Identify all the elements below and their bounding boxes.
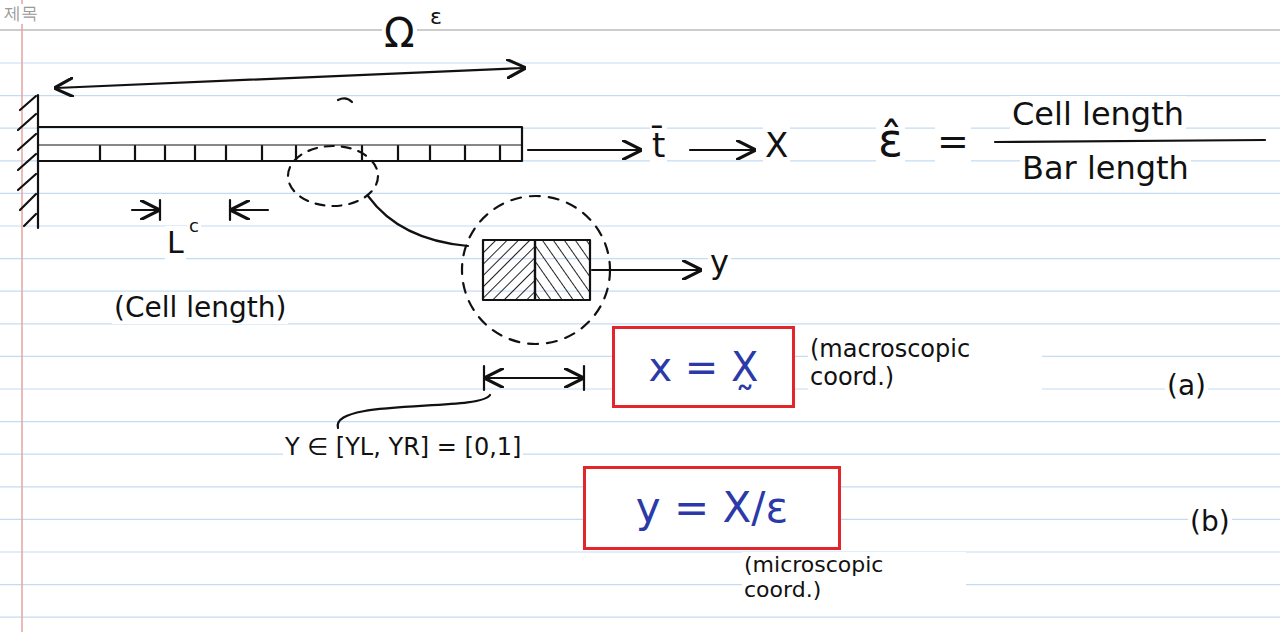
ruled-line	[0, 617, 1280, 618]
annotation: (macroscopic coord.)	[808, 336, 1042, 391]
bar-midline	[38, 144, 522, 145]
equation-text: x = X̰	[648, 344, 758, 390]
bar	[38, 127, 522, 161]
cell-range: Y ∈ [YL, YR] = [0,1]	[283, 434, 523, 462]
equation-text: y = X/ε	[636, 484, 788, 532]
dimension-arrow	[232, 209, 268, 211]
zoom-circle-large	[462, 196, 610, 344]
domain-symbol: Ω	[382, 10, 417, 56]
ruled-lines	[0, 63, 1280, 617]
equation-box: x = X̰	[612, 326, 795, 408]
title-rule	[0, 29, 1280, 31]
equation-number: (b)	[1188, 506, 1232, 538]
traction-arrow	[528, 149, 640, 151]
dimension-arrow	[132, 209, 158, 211]
cell-extent-leader	[338, 395, 490, 428]
numerator: Cell length	[1010, 96, 1186, 133]
axis-label: y	[708, 244, 731, 281]
axis-label: X	[763, 126, 790, 165]
superscript: c	[187, 216, 201, 237]
ruled-line	[0, 258, 1280, 259]
fraction-bar	[995, 140, 1265, 142]
ruled-line	[0, 551, 1280, 552]
ratio-symbol: ε̂	[876, 114, 905, 167]
zoom-leader	[368, 196, 468, 246]
dimension-label: L	[165, 226, 186, 261]
overbar-mark	[338, 98, 352, 102]
cell-divisions	[100, 146, 500, 160]
dimension-note: (Cell length)	[112, 292, 288, 324]
annotation: (microscopic coord.)	[742, 552, 966, 603]
cell-right-phase	[535, 240, 590, 300]
cell-left-phase	[483, 240, 535, 300]
cell-extent-ticks	[484, 366, 584, 390]
zoom-circle-small	[288, 146, 378, 206]
margin-line	[21, 0, 23, 632]
ruled-line	[0, 193, 1280, 194]
ruled-line	[0, 62, 1280, 63]
micro-axis-arrow	[592, 269, 700, 271]
superscript: ε	[428, 4, 444, 29]
ruled-line	[0, 584, 1280, 585]
traction-symbol: t̄	[650, 126, 667, 165]
wall-hatch	[18, 96, 36, 226]
ruled-line	[0, 421, 1280, 422]
equation-box: y = X/ε	[583, 466, 841, 550]
axis-arrow	[690, 149, 754, 151]
page-title: 제목	[2, 4, 40, 24]
equals-sign: =	[935, 120, 971, 164]
ruled-line	[0, 454, 1280, 455]
cell-extent-arrow	[486, 377, 582, 379]
denominator: Bar length	[1020, 150, 1191, 187]
domain-arrow	[56, 68, 524, 88]
equation-number: (a)	[1165, 370, 1208, 402]
